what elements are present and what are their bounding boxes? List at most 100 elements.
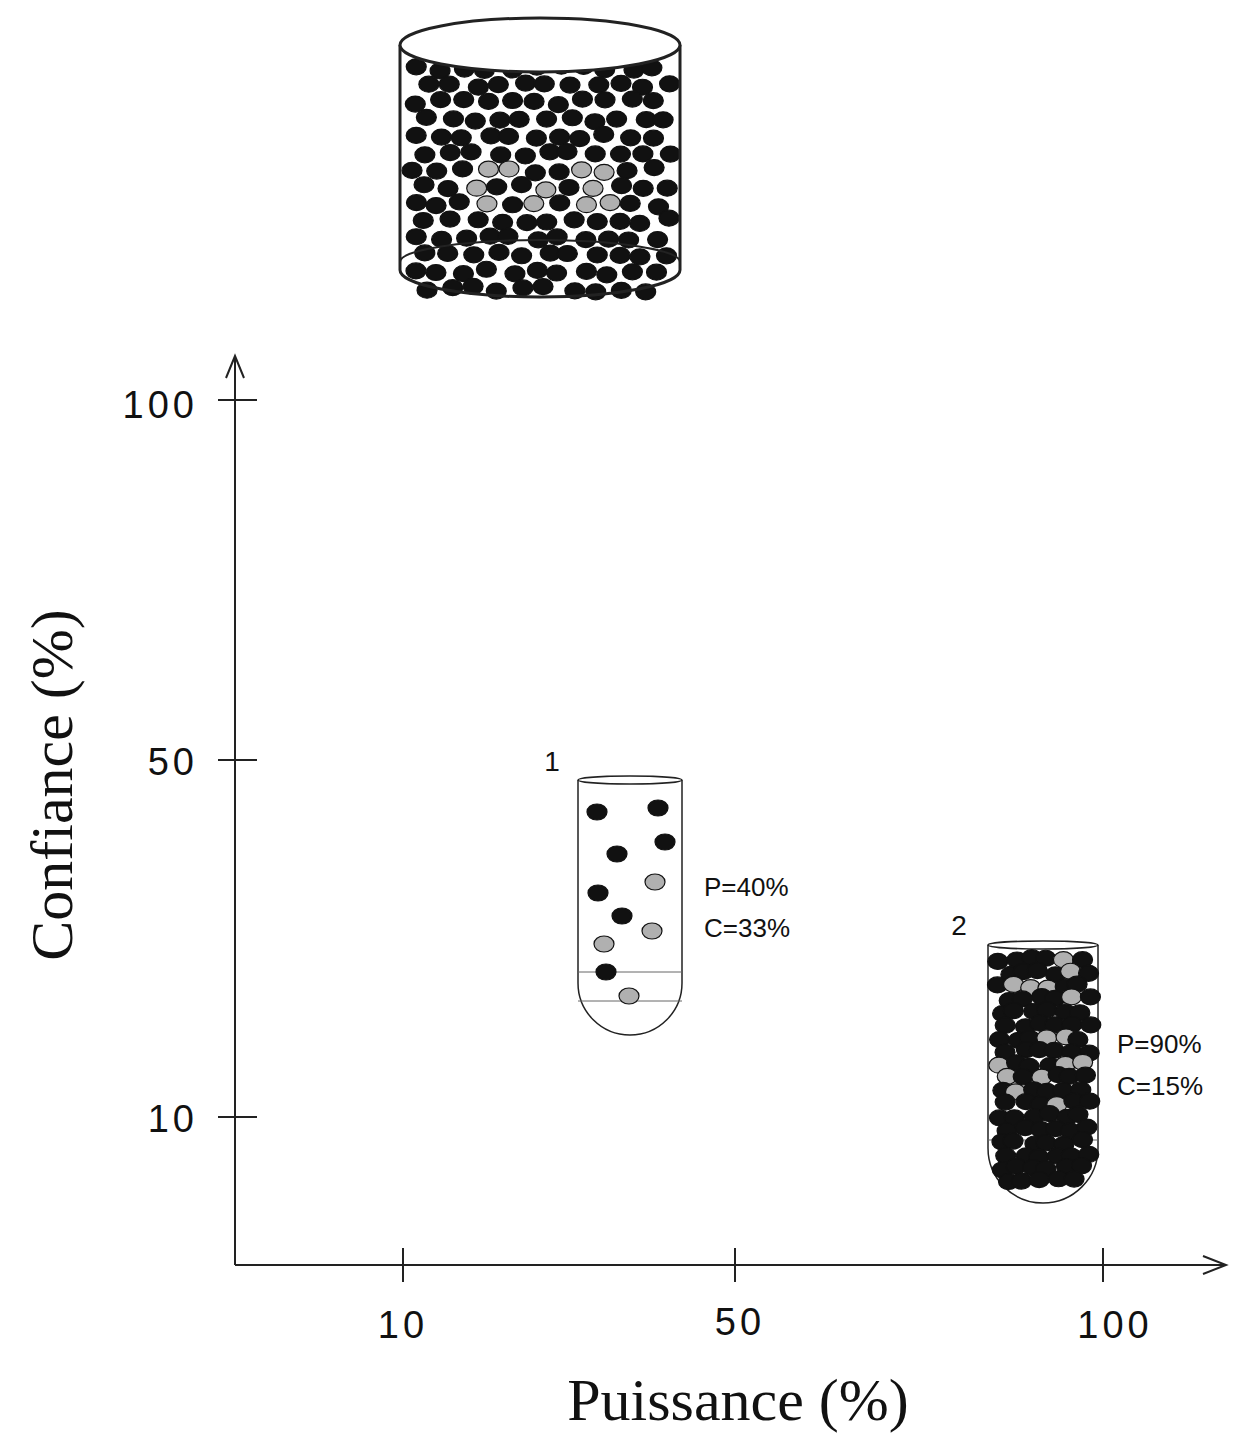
- tube-mark: [578, 972, 682, 973]
- cylinder-top: [400, 18, 680, 72]
- black-ball: [415, 147, 435, 163]
- black-ball: [557, 144, 577, 160]
- x-tick: [1102, 1248, 1104, 1282]
- black-ball: [499, 128, 519, 144]
- black-ball: [1029, 1172, 1049, 1188]
- black-ball: [515, 148, 535, 164]
- black-ball: [438, 245, 458, 261]
- grey-ball: [467, 180, 487, 196]
- black-ball: [512, 248, 532, 264]
- black-ball: [620, 195, 640, 211]
- black-ball: [607, 846, 627, 862]
- black-ball: [505, 266, 525, 282]
- black-ball: [589, 77, 609, 93]
- black-ball: [449, 194, 469, 210]
- confidence-value: C=33%: [704, 915, 790, 941]
- black-ball: [503, 197, 523, 213]
- grey-ball: [600, 195, 620, 211]
- black-ball: [587, 804, 607, 820]
- grey-ball: [642, 923, 662, 939]
- black-ball: [587, 214, 607, 230]
- black-ball: [630, 249, 650, 265]
- grey-ball: [572, 162, 592, 178]
- black-ball: [537, 111, 557, 127]
- black-ball: [479, 93, 499, 109]
- black-ball: [431, 92, 451, 108]
- grey-ball: [594, 936, 614, 952]
- black-ball: [526, 130, 546, 146]
- black-ball: [1075, 1067, 1095, 1083]
- black-ball: [610, 146, 630, 162]
- black-ball: [426, 265, 446, 281]
- black-ball: [534, 76, 554, 92]
- x-axis: [235, 1264, 1225, 1266]
- grey-ball: [499, 161, 519, 177]
- black-ball: [451, 130, 471, 146]
- tube-body: [578, 780, 682, 1035]
- black-ball: [576, 232, 596, 248]
- black-ball: [414, 177, 434, 193]
- axes: [218, 356, 1226, 1282]
- black-ball: [443, 111, 463, 127]
- black-ball: [560, 77, 580, 93]
- black-ball: [610, 247, 630, 263]
- black-ball: [995, 1094, 1015, 1110]
- black-ball: [630, 215, 650, 231]
- black-ball: [426, 198, 446, 214]
- black-ball: [660, 76, 680, 92]
- y-tick-label: 100: [123, 386, 198, 424]
- black-ball: [597, 267, 617, 283]
- black-ball: [406, 195, 426, 211]
- black-ball: [1039, 1106, 1059, 1122]
- x-tick-label: 100: [1077, 1306, 1152, 1344]
- black-ball: [537, 214, 557, 230]
- black-ball: [503, 93, 523, 109]
- y-tick-label: 50: [148, 743, 198, 781]
- y-tick: [218, 399, 257, 401]
- black-ball: [646, 264, 666, 280]
- y-axis: [234, 358, 236, 1265]
- x-tick: [402, 1248, 404, 1282]
- black-ball: [1064, 1171, 1084, 1187]
- black-ball: [547, 265, 567, 281]
- black-ball: [513, 280, 533, 296]
- sample-tube-2: [987, 941, 1100, 1203]
- black-ball: [465, 113, 485, 129]
- black-ball: [655, 834, 675, 850]
- black-ball: [570, 131, 590, 147]
- black-ball: [559, 179, 579, 195]
- black-ball: [660, 146, 680, 162]
- axis-title: Puissance (%): [567, 1370, 909, 1430]
- black-ball: [1003, 1133, 1023, 1149]
- black-ball: [622, 264, 642, 280]
- black-ball: [413, 212, 433, 228]
- black-ball: [461, 144, 481, 160]
- black-ball: [548, 97, 568, 113]
- black-ball: [657, 180, 677, 196]
- x-tick-label: 10: [378, 1306, 428, 1344]
- black-ball: [489, 244, 509, 260]
- power-value: P=90%: [1117, 1031, 1202, 1057]
- black-ball: [610, 213, 630, 229]
- grey-ball: [1062, 989, 1082, 1005]
- sample-tube-1: [578, 776, 682, 1035]
- black-ball: [453, 161, 473, 177]
- black-ball: [653, 112, 673, 128]
- black-ball: [406, 263, 426, 279]
- black-ball: [440, 145, 460, 161]
- cylinder-body: [400, 45, 680, 297]
- y-tick-label: 10: [148, 1100, 198, 1138]
- black-ball: [1081, 1017, 1101, 1033]
- y-tick: [218, 1116, 257, 1118]
- x-tick: [734, 1248, 736, 1282]
- black-ball: [622, 91, 642, 107]
- black-ball: [659, 210, 679, 226]
- black-ball: [594, 126, 614, 142]
- black-ball: [595, 92, 615, 108]
- y-tick: [218, 759, 257, 761]
- black-ball: [612, 178, 632, 194]
- black-ball: [586, 284, 606, 300]
- black-ball: [454, 92, 474, 108]
- black-ball: [587, 247, 607, 263]
